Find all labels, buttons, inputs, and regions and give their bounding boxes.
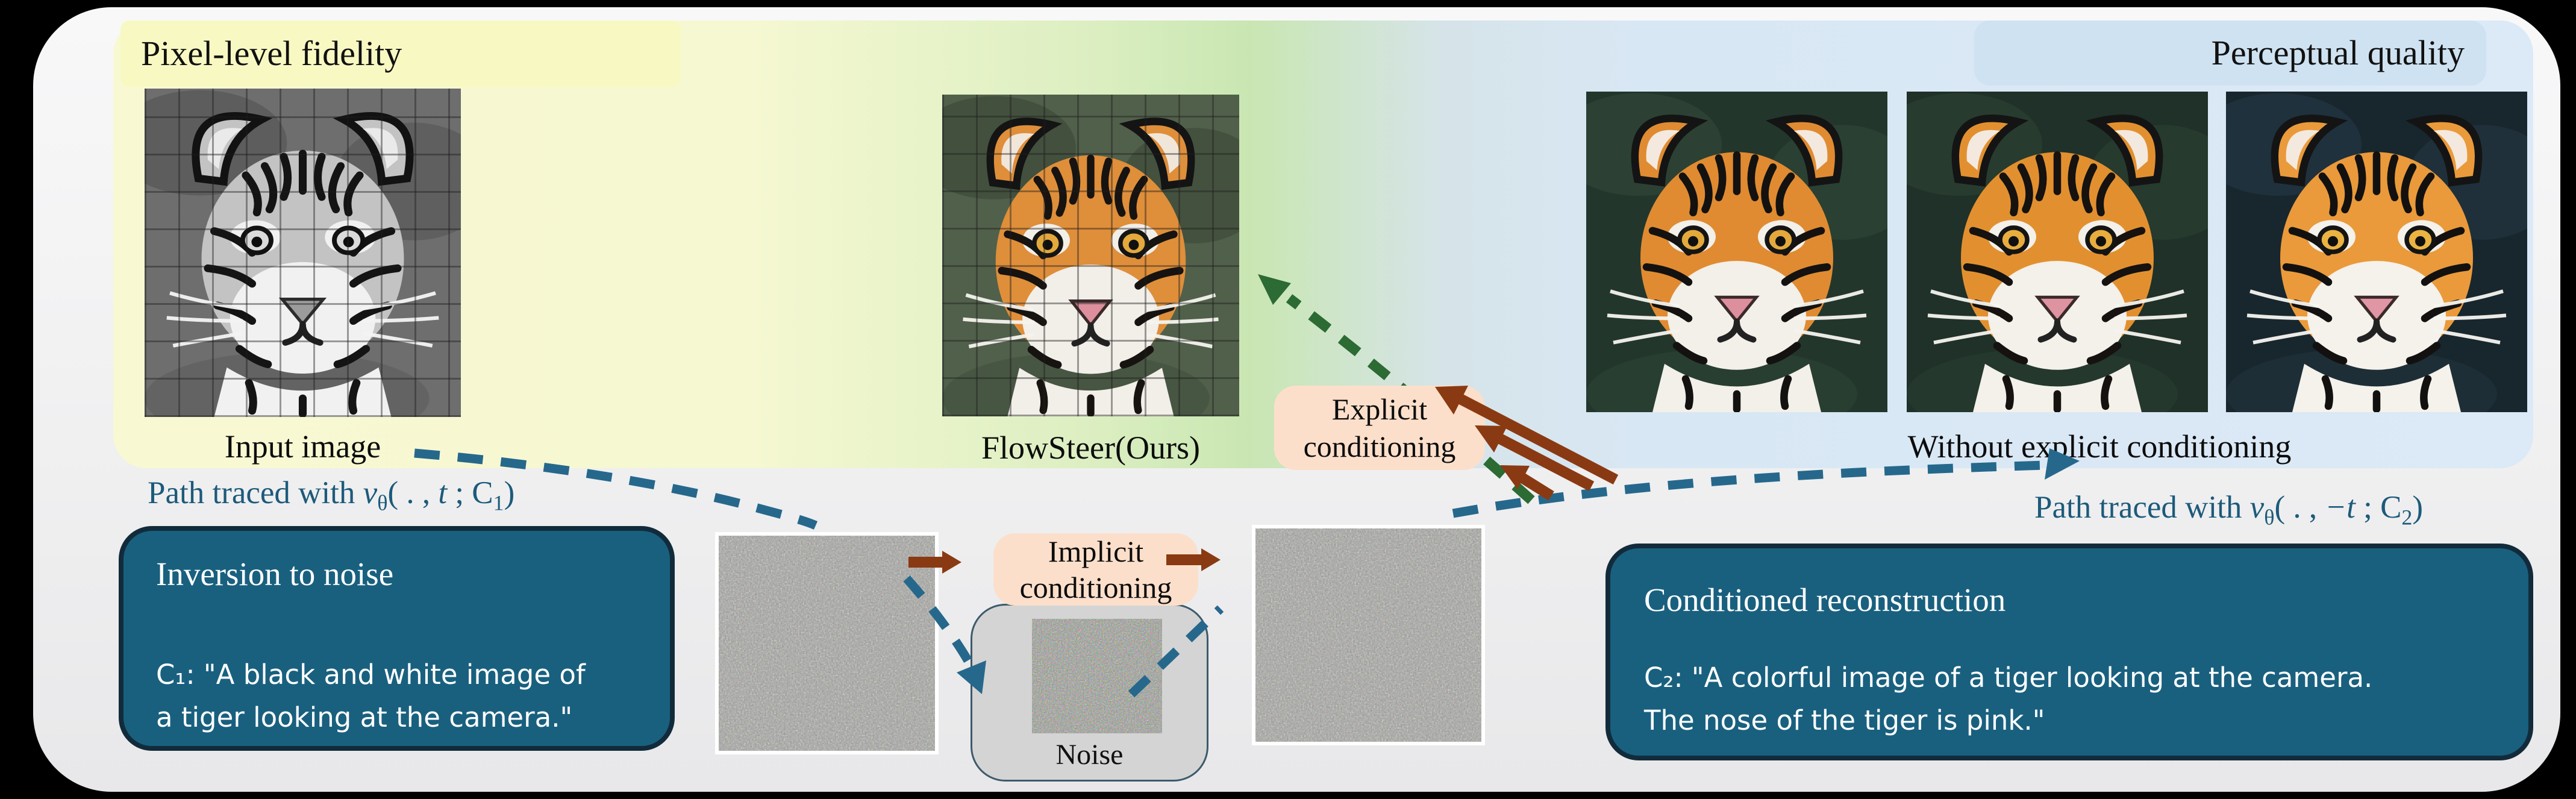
flowsteer-caption: FlowSteer(Ours): [981, 430, 1200, 466]
inverted-noise-image: [715, 532, 939, 754]
reconstruction-title: Conditioned reconstruction: [1644, 581, 2006, 618]
condition-index: 2: [2401, 505, 2413, 530]
path-right-prefix: Path traced with: [2034, 490, 2250, 525]
theta-subscript: θ: [2264, 505, 2275, 530]
implicit-line1: Implicit: [1048, 534, 1144, 568]
c2-prompt-line1: C₂: "A colorful image of a tiger looking…: [1644, 662, 2373, 694]
perceptual-quality-label: Perceptual quality: [1974, 20, 2486, 86]
input-image-caption: Input image: [224, 428, 381, 465]
pixel-fidelity-label: Pixel-level fidelity: [120, 20, 681, 87]
conditioned-noise-image: [1252, 525, 1485, 745]
explicit-line2: conditioning: [1303, 430, 1456, 463]
fence-overlay: [942, 95, 1239, 416]
time-symbol: t: [438, 475, 448, 510]
figure-canvas: Pixel-level fidelity Perceptual quality …: [33, 7, 2560, 792]
inversion-title: Inversion to noise: [156, 556, 394, 592]
without-explicit-caption: Without explicit conditioning: [1907, 428, 2292, 465]
inversion-to-noise-box: Inversion to noise C₁: "A black and whit…: [119, 526, 675, 751]
perceptual-quality-text: Perceptual quality: [2211, 33, 2465, 72]
path-left-prefix: Path traced with: [148, 475, 363, 510]
neg-time-symbol: −t: [2325, 490, 2356, 525]
input-image-bw-tiger: [145, 89, 461, 417]
c2-prompt-line2: The nose of the tiger is pink.": [1644, 704, 2045, 736]
path-formula-c2: Path traced with vθ( . , −t ; C2): [2034, 490, 2424, 530]
flowsteer-result-image: [942, 95, 1239, 416]
path-formula-c1: Path traced with vθ( . , t ; C1): [148, 475, 515, 515]
gaussian-noise-thumbnail: [1032, 619, 1162, 733]
c1-prompt-line1: C₁: "A black and white image of: [156, 659, 586, 691]
velocity-symbol: v: [363, 475, 378, 510]
c1-prompt-line2: a tiger looking at the camera.": [156, 701, 573, 733]
noise-label: Noise: [1055, 739, 1124, 771]
pixel-fidelity-text: Pixel-level fidelity: [141, 34, 402, 73]
condition-index: 1: [493, 490, 504, 515]
implicit-conditioning-box: Implicit conditioning: [993, 533, 1198, 606]
generated-tiger-image-1: [1586, 92, 1887, 412]
explicit-conditioning-box: Explicit conditioning: [1274, 386, 1485, 470]
generated-tiger-image-3: [2226, 92, 2527, 412]
velocity-symbol: v: [2249, 490, 2265, 525]
implicit-line2: conditioning: [1019, 571, 1172, 604]
conditioned-reconstruction-box: Conditioned reconstruction C₂: "A colorf…: [1605, 544, 2533, 760]
noise-sample-box: Noise: [971, 604, 1208, 782]
explicit-line1: Explicit: [1331, 392, 1428, 426]
fence-overlay: [145, 89, 461, 417]
theta-subscript: θ: [377, 490, 388, 515]
generated-tiger-image-2: [1907, 92, 2208, 412]
